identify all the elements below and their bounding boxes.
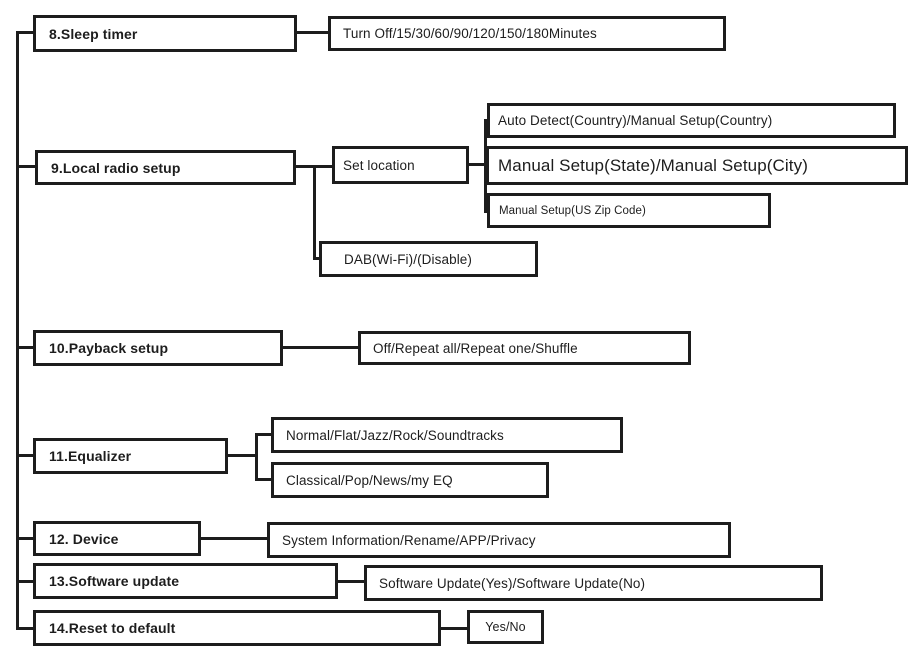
connector-line <box>16 31 35 34</box>
trunk-line <box>16 31 19 630</box>
connector-line <box>297 31 328 34</box>
node-reset-to-default: 14.Reset to default <box>33 610 441 646</box>
connector-line <box>337 580 364 583</box>
node-equalizer-options-1: Normal/Flat/Jazz/Rock/Soundtracks <box>271 417 623 453</box>
connector-line <box>16 346 33 349</box>
connector-line <box>16 454 33 457</box>
node-device-options: System Information/Rename/APP/Privacy <box>267 522 731 558</box>
node-software-update-options: Software Update(Yes)/Software Update(No) <box>364 565 823 601</box>
node-software-update: 13.Software update <box>33 563 338 599</box>
connector-line <box>282 346 358 349</box>
node-equalizer-options-2: Classical/Pop/News/my EQ <box>271 462 549 498</box>
connector-line <box>255 433 271 436</box>
node-equalizer: 11.Equalizer <box>33 438 228 474</box>
node-device: 12. Device <box>33 521 201 556</box>
connector-line <box>16 165 37 168</box>
connector-line <box>16 580 33 583</box>
connector-line <box>200 537 267 540</box>
node-dab: DAB(Wi-Fi)/(Disable) <box>319 241 538 277</box>
connector-line <box>255 478 271 481</box>
connector-line <box>440 627 467 630</box>
connector-line <box>16 627 33 630</box>
connector-line <box>255 433 258 481</box>
connector-line <box>313 257 322 260</box>
node-payback-options: Off/Repeat all/Repeat one/Shuffle <box>358 331 691 365</box>
node-payback-setup: 10.Payback setup <box>33 330 283 366</box>
node-local-radio-setup: 9.Local radio setup <box>35 150 296 185</box>
node-sleep-timer: 8.Sleep timer <box>33 15 297 52</box>
connector-line <box>313 165 316 260</box>
connector-line <box>484 119 487 213</box>
node-auto-detect-country: Auto Detect(Country)/Manual Setup(Countr… <box>487 103 896 138</box>
node-sleep-timer-options: Turn Off/15/30/60/90/120/150/180Minutes <box>328 16 726 51</box>
connector-line <box>227 454 258 457</box>
connector-line <box>16 537 33 540</box>
node-manual-setup-state-city: Manual Setup(State)/Manual Setup(City) <box>486 146 908 185</box>
node-manual-setup-us-zip: Manual Setup(US Zip Code) <box>487 193 771 228</box>
node-set-location: Set location <box>332 146 469 184</box>
node-reset-options: Yes/No <box>467 610 544 644</box>
connector-line <box>468 163 488 166</box>
